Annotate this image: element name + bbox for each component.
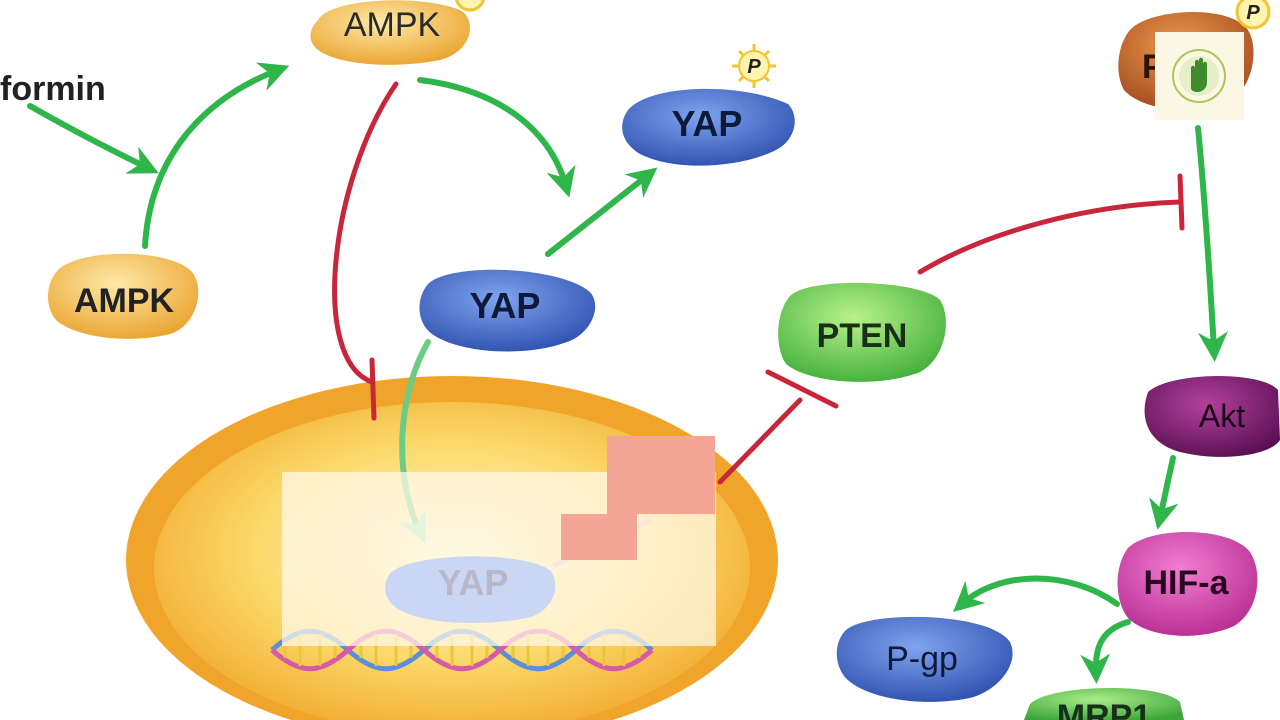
redaction-block xyxy=(561,514,637,560)
hif-label: HIF-a xyxy=(1144,564,1230,602)
inhibit-to-pten xyxy=(717,397,803,485)
yap-label: YAP xyxy=(470,285,541,326)
mrp1-label: MRP1 xyxy=(1057,698,1151,720)
pten-label: PTEN xyxy=(817,317,908,355)
mrp1-node: MRP1 xyxy=(1024,687,1184,720)
redaction-block xyxy=(607,436,715,514)
yap-nucleus-node: YAP xyxy=(385,556,556,623)
inhibit-ampk-to-nucleus xyxy=(332,81,399,385)
hif-node: HIF-a xyxy=(1117,531,1258,636)
svg-text:P: P xyxy=(1246,2,1260,24)
arrow-ampk-top-to-yap xyxy=(417,77,576,198)
ampk-top-label: AMPK xyxy=(344,6,441,44)
phosphate-sun-icon: P xyxy=(1235,0,1271,30)
phospho-badge-label: P xyxy=(747,56,761,78)
yap-phospho-label: YAP xyxy=(672,103,743,144)
ampk-label: AMPK xyxy=(74,282,175,320)
arrow-hif-to-mrp1 xyxy=(1080,619,1131,684)
pten-node: PTEN xyxy=(778,282,946,382)
arrow-akt-to-hif xyxy=(1149,455,1179,530)
yap-node: YAP xyxy=(419,269,596,352)
logo-card xyxy=(1155,32,1244,120)
pgp-label: P-gp xyxy=(886,640,958,678)
yap-phospho-node: YAP P xyxy=(622,44,795,166)
pgp-node: P-gp xyxy=(836,616,1013,702)
akt-node: Akt xyxy=(1144,375,1280,457)
arrow-hif-to-pgp xyxy=(953,575,1120,612)
ampk-top-node: AMPK xyxy=(310,0,485,65)
arrow-metformin-to-junction xyxy=(27,103,159,174)
inhibit-pten-to-pi3k xyxy=(917,199,1183,275)
ampk-node: AMPK xyxy=(47,253,199,339)
metformin-label: formin xyxy=(0,70,106,108)
arrow-ampk-to-ampk-top xyxy=(142,62,290,249)
yap-nucleus-label: YAP xyxy=(438,562,509,603)
arrow-yap-to-yap-p xyxy=(545,167,658,257)
arrow-pi3k-to-akt xyxy=(1195,125,1228,362)
phosphate-sun-icon xyxy=(455,0,485,12)
hand-leaf-logo-icon xyxy=(1172,49,1226,103)
phosphate-sun-icon: P xyxy=(732,44,776,88)
akt-label: Akt xyxy=(1199,398,1245,434)
